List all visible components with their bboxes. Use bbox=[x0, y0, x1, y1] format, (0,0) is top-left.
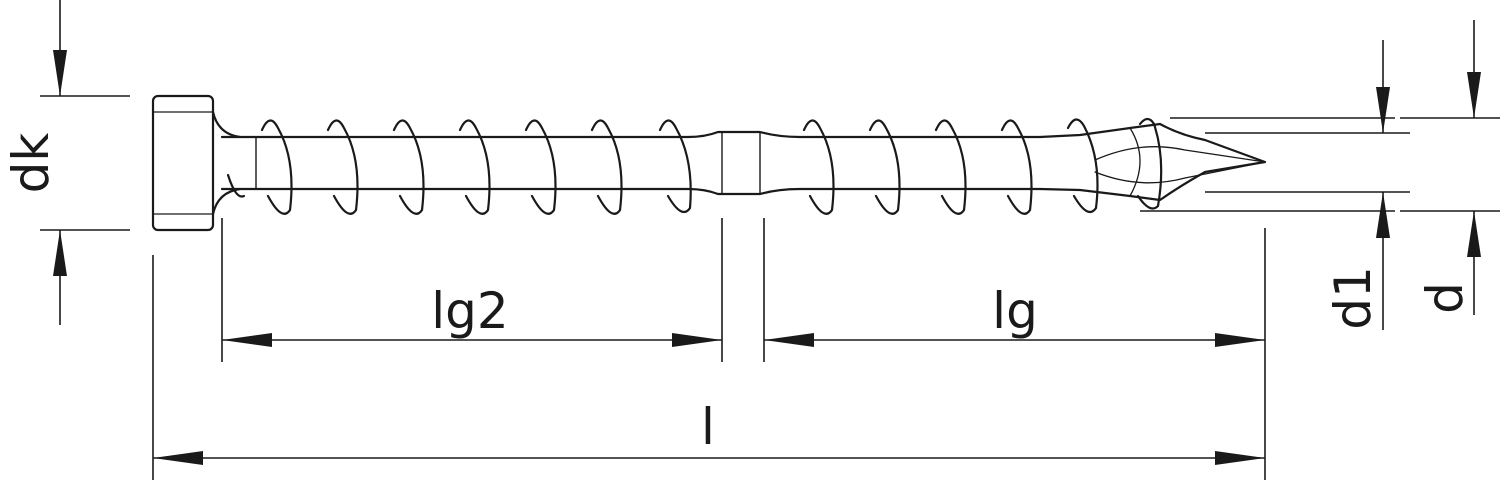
screw-thread bbox=[226, 117, 1163, 215]
label-dk: dk bbox=[2, 133, 60, 194]
dimension-lines bbox=[40, 0, 1500, 480]
screw-head bbox=[151, 94, 215, 232]
screw-tip bbox=[1038, 122, 1267, 202]
label-lg2: lg2 bbox=[431, 282, 508, 340]
label-lg: lg bbox=[992, 282, 1038, 340]
label-d: d bbox=[1416, 282, 1474, 314]
screw-underhead bbox=[211, 110, 242, 216]
label-d1: d1 bbox=[1324, 266, 1382, 330]
label-l: l bbox=[701, 398, 715, 456]
dimension-arrows bbox=[53, 50, 1481, 465]
screw bbox=[151, 94, 1267, 232]
screw-shank bbox=[220, 130, 1042, 196]
